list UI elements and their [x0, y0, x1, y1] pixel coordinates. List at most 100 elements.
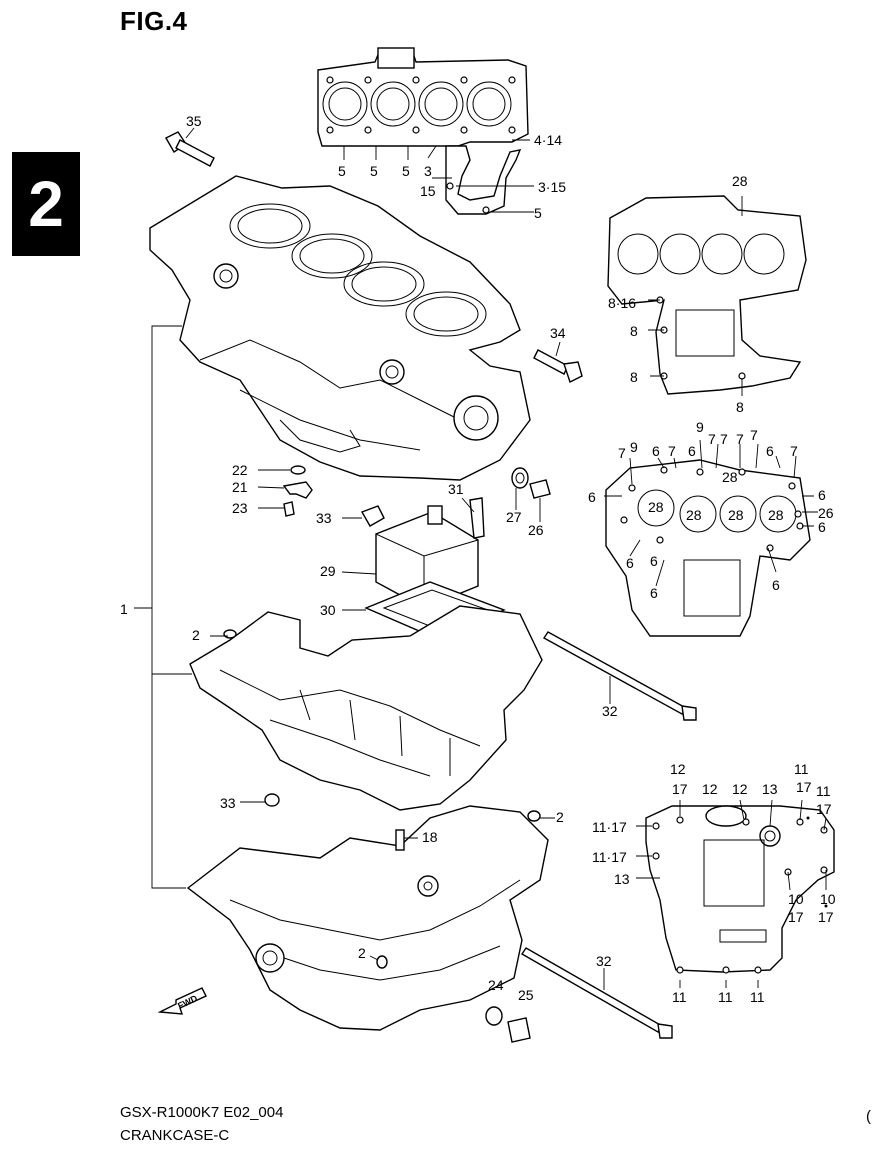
callout-15: 15 — [420, 183, 436, 199]
callout-7: 7 — [720, 431, 728, 447]
callout-21: 21 — [232, 479, 248, 495]
callout-28: 28 — [648, 499, 664, 515]
callout-9: 9 — [696, 419, 704, 435]
callout-28: 28 — [728, 507, 744, 523]
long-bolt-32b — [521, 947, 673, 1039]
callout-25: 25 — [518, 987, 534, 1003]
callout-labels: 1 2 2 2 3 15 3·15 4·14 5 5 5 5 35 34 28 … — [120, 113, 836, 1011]
callout-6: 6 — [818, 519, 826, 535]
callout-11-17: 11·17 — [592, 849, 627, 865]
callout-17: 17 — [788, 909, 804, 925]
callout-6: 6 — [772, 577, 780, 593]
section-number: 2 — [28, 168, 64, 240]
callout-24: 24 — [488, 977, 504, 993]
callout-6: 6 — [688, 443, 696, 459]
fwd-arrow-icon — [157, 987, 207, 1015]
callout-11-17: 11·17 — [592, 819, 627, 835]
callout-32: 32 — [602, 703, 618, 719]
head-gasket-outline — [317, 47, 529, 147]
bolt-23 — [283, 501, 295, 517]
callout-17: 17 — [818, 909, 834, 925]
callout-23: 23 — [232, 500, 248, 516]
callout-17: 17 — [796, 779, 812, 795]
callout-33: 33 — [220, 795, 236, 811]
callout-7: 7 — [790, 443, 798, 459]
breather-cover-29 — [375, 505, 479, 609]
callout-5: 5 — [402, 163, 410, 179]
callout-8: 8 — [736, 399, 744, 415]
callout-3-15: 3·15 — [538, 179, 566, 195]
callout-35: 35 — [186, 113, 202, 129]
callout-5: 5 — [534, 205, 542, 221]
figure-title: FIG.4 — [120, 6, 188, 36]
bolt-35 — [165, 131, 215, 167]
callout-7: 7 — [708, 431, 716, 447]
cam-chain-guide-plate — [445, 145, 522, 215]
cut-off-text: ( — [866, 1108, 871, 1125]
callout-18: 18 — [422, 829, 438, 845]
drain-plug-25 — [507, 1017, 531, 1043]
oring-24 — [485, 1006, 503, 1026]
clamp-21 — [282, 481, 313, 499]
callout-33: 33 — [316, 510, 332, 526]
callout-13: 13 — [762, 781, 778, 797]
callout-7: 7 — [736, 431, 744, 447]
callout-17: 17 — [816, 801, 832, 817]
callout-8-16: 8·16 — [608, 295, 636, 311]
callout-10: 10 — [788, 891, 804, 907]
callout-4-14: 4·14 — [534, 132, 562, 148]
long-bolt-32a — [542, 631, 697, 721]
oil-pan-assembly — [186, 793, 549, 1031]
callout-10: 10 — [820, 891, 836, 907]
cap-33 — [360, 505, 385, 527]
callout-8: 8 — [630, 369, 638, 385]
callout-2: 2 — [556, 809, 564, 825]
callout-3: 3 — [424, 163, 432, 179]
callout-28: 28 — [722, 469, 738, 485]
callout-2: 2 — [358, 945, 366, 961]
oil-pan-view — [645, 805, 835, 974]
callout-28: 28 — [768, 507, 784, 523]
callout-7: 7 — [750, 427, 758, 443]
bracket-1 — [134, 325, 192, 889]
callout-28: 28 — [686, 507, 702, 523]
callout-27: 27 — [506, 509, 522, 525]
callout-8: 8 — [630, 323, 638, 339]
callout-29: 29 — [320, 563, 336, 579]
callout-11: 11 — [718, 989, 733, 1005]
callout-6: 6 — [588, 489, 596, 505]
callout-12: 12 — [670, 761, 686, 777]
callout-11: 11 — [750, 989, 765, 1005]
callout-31: 31 — [448, 481, 464, 497]
callout-12: 12 — [702, 781, 718, 797]
callout-1: 1 — [120, 601, 128, 617]
callout-26: 26 — [528, 522, 544, 538]
callout-5: 5 — [338, 163, 346, 179]
oring-22 — [290, 465, 306, 475]
callout-26: 26 — [818, 505, 834, 521]
callout-17: 17 — [672, 781, 688, 797]
callout-30: 30 — [320, 602, 336, 618]
lower-crankcase — [189, 605, 543, 811]
callout-7: 7 — [668, 443, 676, 459]
bolt-34 — [533, 349, 583, 383]
callout-22: 22 — [232, 462, 248, 478]
bolt-26 — [529, 479, 551, 499]
callout-32: 32 — [596, 953, 612, 969]
callout-2: 2 — [192, 627, 200, 643]
upper-crankcase — [149, 175, 531, 481]
crankcase-bolt-view — [605, 459, 811, 637]
callout-28: 28 — [732, 173, 748, 189]
callout-13: 13 — [614, 871, 630, 887]
washer-27 — [511, 467, 529, 489]
callout-6: 6 — [766, 443, 774, 459]
callout-6: 6 — [650, 553, 658, 569]
callout-7: 7 — [618, 445, 626, 461]
section-tab: 2 — [12, 152, 80, 256]
upper-case-view — [607, 195, 807, 395]
callout-6: 6 — [652, 443, 660, 459]
callout-11: 11 — [794, 761, 809, 777]
callout-5: 5 — [370, 163, 378, 179]
callout-11: 11 — [672, 989, 687, 1005]
